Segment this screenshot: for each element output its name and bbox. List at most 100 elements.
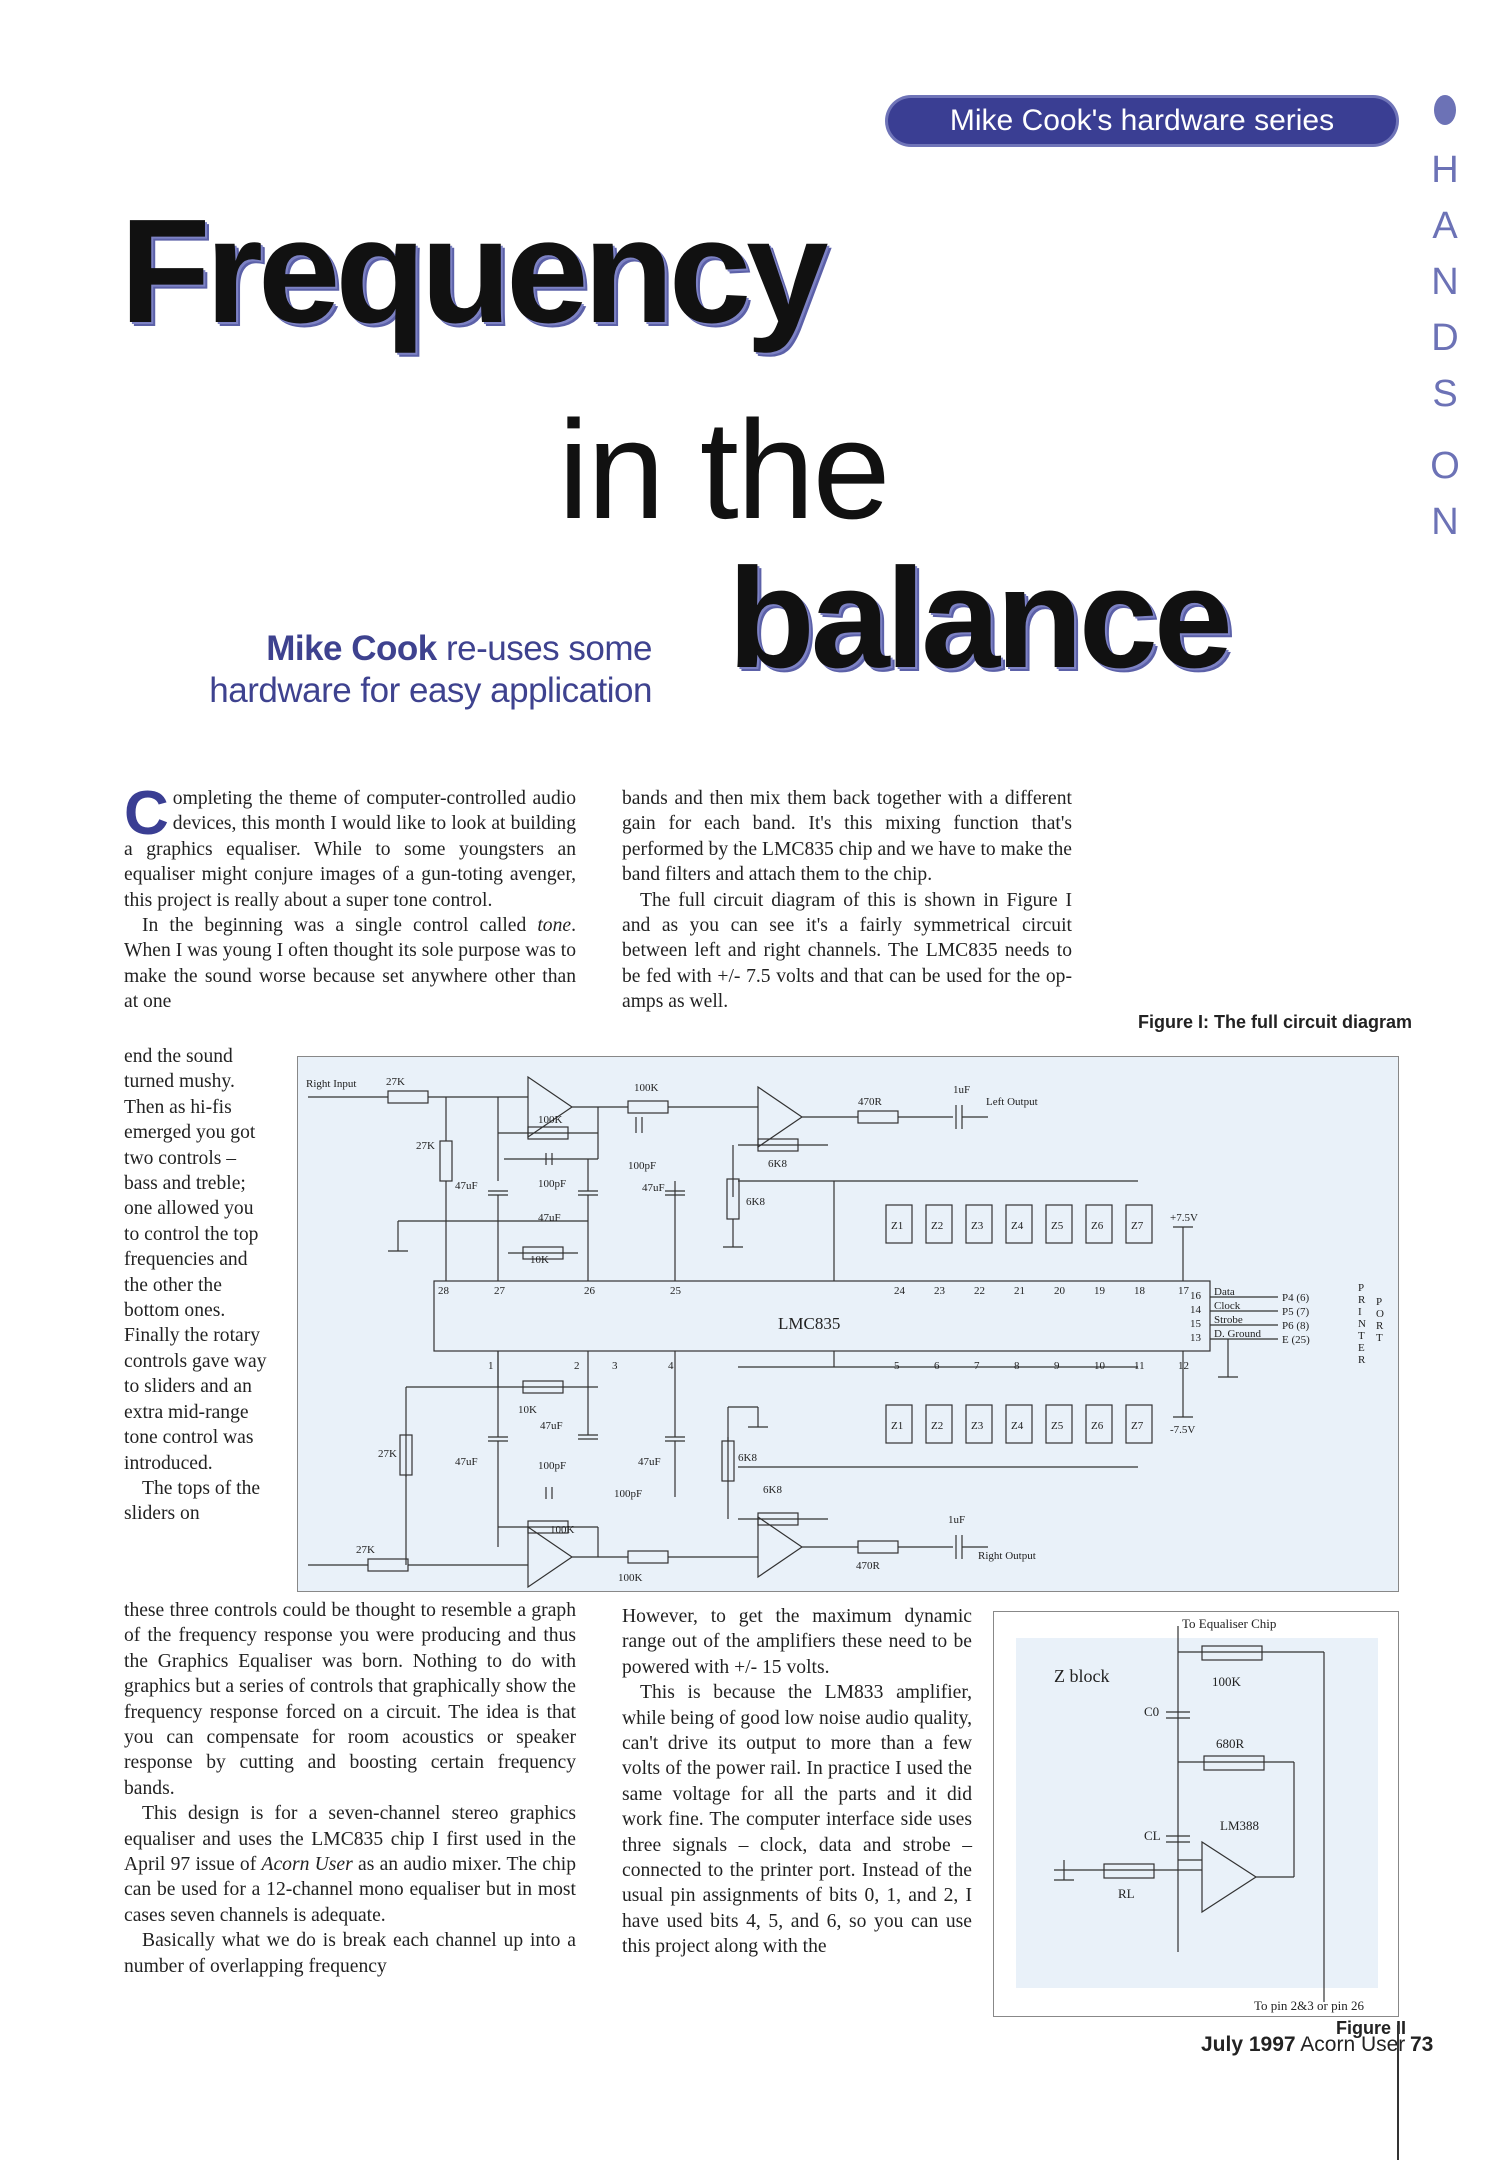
- resistor-label: 27K: [386, 1076, 405, 1088]
- resistor-label: 6K8: [746, 1196, 765, 1208]
- figure2-z-block-diagram: To Equaliser Chip Z block C0 CL 100K 680…: [993, 1611, 1399, 2017]
- z-block: [885, 1204, 913, 1244]
- z-block: [1125, 1404, 1153, 1444]
- port-pin: P4 (6): [1282, 1292, 1310, 1304]
- to-pin-label: To pin 2&3 or pin 26: [1254, 1998, 1364, 2013]
- drop-cap: C: [124, 779, 169, 848]
- z-block-label: Z5: [1051, 1220, 1064, 1232]
- page-number: 73: [1410, 2033, 1434, 2056]
- pin-number: 28: [438, 1285, 450, 1297]
- paragraph: Basically what we do is break each chann…: [124, 1930, 576, 1977]
- resistor-label: 680R: [1216, 1736, 1245, 1751]
- section-letter: A: [1432, 205, 1458, 247]
- z-block: [1125, 1204, 1153, 1244]
- resistor-label: 6K8: [768, 1158, 787, 1170]
- pin-number: 4: [668, 1360, 674, 1372]
- capacitor-label: 1uF: [953, 1084, 970, 1096]
- resistor-label: 10K: [518, 1404, 537, 1416]
- signal-name: Clock: [1214, 1300, 1241, 1312]
- signal-pin: 16: [1190, 1290, 1202, 1302]
- right-output-label: Right Output: [978, 1550, 1036, 1562]
- pin-number: 12: [1178, 1360, 1189, 1372]
- figure1-caption: Figure I: The full circuit diagram: [1138, 1012, 1413, 1032]
- pin-number: 27: [494, 1285, 506, 1297]
- port-letter: T: [1376, 1332, 1383, 1344]
- to-chip-label: To Equaliser Chip: [1182, 1616, 1276, 1631]
- section-letter: N: [1431, 261, 1459, 303]
- supply-label: +7.5V: [1170, 1212, 1198, 1224]
- resistor-label: 100K: [538, 1114, 563, 1126]
- opamp-label: LM388: [1220, 1818, 1259, 1833]
- pin-number: 11: [1134, 1360, 1145, 1372]
- signal-name: D. Ground: [1214, 1328, 1262, 1340]
- signal-pin: 15: [1190, 1318, 1202, 1330]
- capacitor-label: 100pF: [538, 1178, 566, 1190]
- resistor-label: 6K8: [763, 1484, 782, 1496]
- resistor-label: 27K: [356, 1544, 375, 1556]
- resistor-label: 6K8: [738, 1452, 757, 1464]
- chip-label: LMC835: [778, 1314, 840, 1333]
- resistor-label: 100K: [618, 1572, 643, 1584]
- port-letter: P: [1376, 1296, 1382, 1308]
- pin-number: 25: [670, 1285, 682, 1297]
- signal-pin: 13: [1190, 1332, 1202, 1344]
- headline-line3: balance: [728, 539, 1233, 698]
- section-letter: O: [1430, 445, 1460, 487]
- issue-date: July 1997 Acorn User: [1201, 2033, 1406, 2056]
- signal-name: Strobe: [1214, 1314, 1243, 1326]
- paragraph: In the beginning was a single control ca…: [124, 915, 576, 1013]
- z-block-label: Z2: [931, 1420, 943, 1432]
- z-block-label: Z1: [891, 1220, 903, 1232]
- capacitor-label: 47uF: [642, 1182, 665, 1194]
- capacitor-label: 47uF: [455, 1456, 478, 1468]
- standfirst: Mike Cook re-uses some hardware for easy…: [190, 628, 652, 712]
- section-letter: D: [1431, 317, 1459, 359]
- series-banner: Mike Cook's hardware series: [888, 98, 1396, 144]
- z-block-label: Z2: [931, 1220, 943, 1232]
- resistor-label: 470R: [856, 1560, 881, 1572]
- printer-letter: P: [1358, 1282, 1364, 1294]
- standfirst-text: hardware for easy application: [209, 671, 652, 710]
- supply-label: -7.5V: [1170, 1424, 1195, 1436]
- section-marker-icon: [1434, 95, 1456, 125]
- section-letter: H: [1431, 149, 1459, 191]
- paragraph: However, to get the maximum dynamic rang…: [622, 1606, 972, 1678]
- z-block-label: Z7: [1131, 1220, 1144, 1232]
- footer-divider: [1397, 2025, 1399, 2160]
- z-block-label: Z5: [1051, 1420, 1064, 1432]
- z-block-label: Z6: [1091, 1420, 1104, 1432]
- pin-number: 21: [1014, 1285, 1025, 1297]
- paragraph: The tops of the sliders on: [124, 1477, 261, 1525]
- lmc835-chip: [433, 1280, 1211, 1352]
- printer-letter: E: [1358, 1342, 1365, 1354]
- z-block: [1045, 1204, 1073, 1244]
- z-block: [925, 1204, 953, 1244]
- section-letter: S: [1432, 373, 1458, 415]
- pin-number: 8: [1014, 1360, 1020, 1372]
- resistor-label: 27K: [416, 1140, 435, 1152]
- capacitor-label: 47uF: [540, 1420, 563, 1432]
- resistor-label: 100K: [1212, 1674, 1242, 1689]
- article-column-2: bands and then mix them back together wi…: [622, 786, 1072, 1015]
- resistor-label: 100K: [634, 1082, 659, 1094]
- z-block-label: Z6: [1091, 1220, 1104, 1232]
- paragraph: these three controls could be thought to…: [124, 1600, 576, 1799]
- resistor-label: 10K: [530, 1254, 549, 1266]
- port-letter: R: [1376, 1320, 1384, 1332]
- article-column-2-bottom: However, to get the maximum dynamic rang…: [622, 1604, 972, 1960]
- z-block-label: Z3: [971, 1220, 984, 1232]
- right-input-label: Right Input: [306, 1078, 356, 1090]
- paragraph: end the sound turned mushy. Then as hi-f…: [124, 1046, 267, 1474]
- signal-name: Data: [1214, 1286, 1235, 1298]
- z-block: [1085, 1204, 1113, 1244]
- pin-number: 22: [974, 1285, 985, 1297]
- z-block: [1085, 1404, 1113, 1444]
- capacitor-label: 1uF: [948, 1514, 965, 1526]
- port-letter: O: [1376, 1308, 1384, 1320]
